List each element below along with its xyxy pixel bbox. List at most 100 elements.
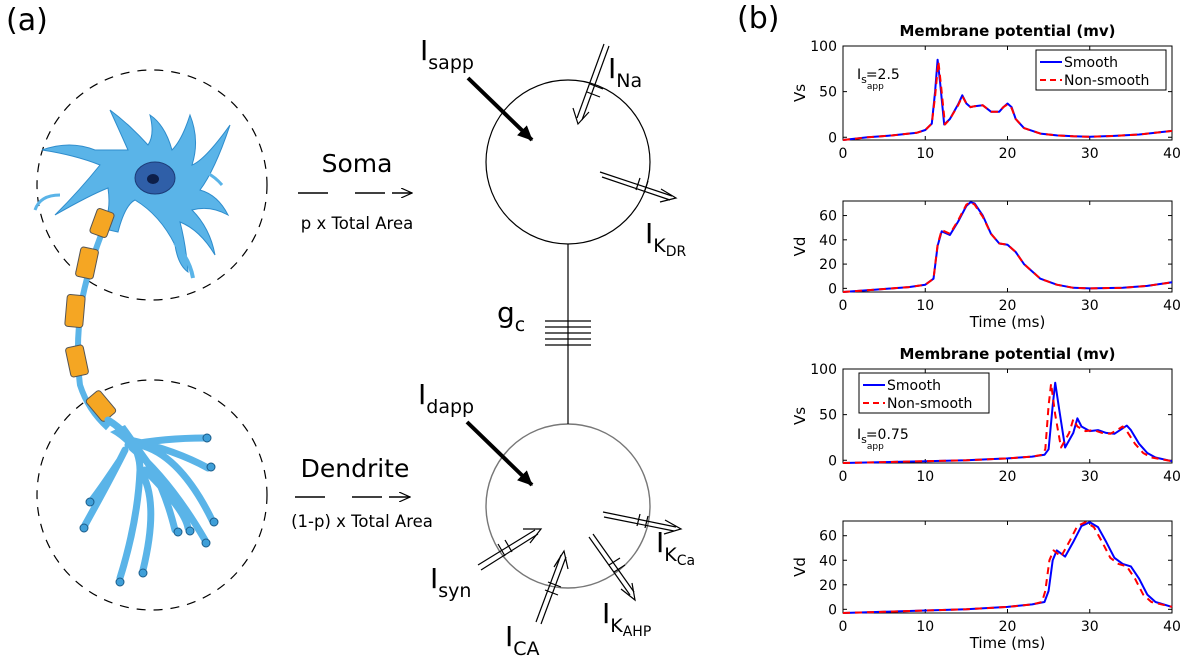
soma-compartment-circle: [485, 79, 651, 245]
legend-label: Smooth: [1064, 55, 1118, 71]
y-tick-label: 50: [819, 85, 837, 101]
syn-channel-arrow: [477, 528, 543, 571]
myelin-segment: [75, 246, 99, 280]
svg-text:INa: INa: [608, 52, 642, 92]
svg-text:IKDR: IKDR: [645, 217, 687, 260]
nonsmooth-series-line: [842, 382, 1173, 464]
x-tick-label: 20: [999, 619, 1017, 635]
svg-text:IKCa: IKCa: [656, 526, 695, 569]
plot-frame: [842, 520, 1173, 614]
dendrite-area-label: (1-p) x Total Area: [291, 512, 433, 531]
dendrite-compartment-circle: [485, 423, 651, 589]
dendrite-app-current-label: Idapp: [418, 378, 474, 418]
na-channel-arrow: [572, 43, 610, 126]
x-tick-label: 40: [1163, 298, 1181, 314]
panel-b-label: (b): [737, 1, 779, 36]
y-tick-label: 40: [819, 233, 837, 249]
svg-text:gc: gc: [497, 296, 525, 336]
x-tick-label: 30: [1081, 619, 1099, 635]
svg-text:IKAHP: IKAHP: [602, 597, 651, 640]
y-tick-label: 0: [828, 130, 837, 146]
legend-box: [1035, 49, 1167, 91]
legend-label: Non-smooth: [1064, 73, 1149, 89]
y-tick-label: 40: [819, 553, 837, 569]
y-axis-label: Vs: [791, 84, 809, 102]
x-tick-label: 10: [916, 619, 934, 635]
na-current-label: INa: [608, 52, 642, 92]
x-axis-label: Time (ms): [969, 313, 1046, 331]
panel-a-label: (a): [6, 3, 48, 38]
kca-channel-arrow: [602, 511, 683, 535]
x-tick-label: 0: [839, 146, 848, 162]
x-tick-label: 10: [916, 469, 934, 485]
current-annotation: Isapp=0.75: [857, 427, 909, 452]
kdr-current-label: IKDR: [645, 217, 687, 260]
x-tick-label: 40: [1163, 469, 1181, 485]
y-axis-label: Vd: [791, 237, 809, 257]
x-tick-label: 0: [839, 619, 848, 635]
kahp-channel-arrow: [588, 533, 636, 602]
neuron-illustration: [33, 109, 231, 587]
y-tick-label: 0: [828, 602, 837, 618]
ca-current-label: ICA: [505, 620, 540, 660]
x-tick-label: 10: [916, 146, 934, 162]
dendrite-boundary-circle: [36, 379, 268, 611]
current-annotation: Isapp=2.5: [857, 67, 900, 92]
myelin-segment: [64, 294, 86, 328]
y-tick-label: 0: [828, 281, 837, 297]
dendrite-app-arrow: [465, 420, 534, 487]
chart-title: Membrane potential (mv): [899, 345, 1115, 363]
y-tick-label: 100: [810, 362, 837, 378]
soma-app-arrow: [466, 76, 534, 142]
svg-text:Isapp: Isapp: [420, 34, 474, 74]
myelin-segment: [89, 208, 115, 238]
x-tick-label: 30: [1081, 469, 1099, 485]
legend-label: Non-smooth: [887, 396, 972, 412]
soma-boundary-circle: [36, 69, 268, 301]
kca-current-label: IKCa: [656, 526, 695, 569]
legend-label: Smooth: [887, 378, 941, 394]
dendrite-label: Dendrite: [301, 454, 410, 483]
soma-area-label: p x Total Area: [301, 214, 413, 233]
x-tick-label: 40: [1163, 619, 1181, 635]
myelin-segment: [85, 390, 117, 422]
y-tick-label: 20: [819, 257, 837, 273]
legend-box: [858, 372, 990, 414]
y-axis-label: Vs: [791, 407, 809, 425]
syn-current-label: Isyn: [430, 562, 471, 602]
x-tick-label: 10: [916, 298, 934, 314]
soma-label: Soma: [322, 149, 393, 178]
plot-frame: [842, 200, 1173, 293]
x-tick-label: 20: [999, 469, 1017, 485]
chart-title: Membrane potential (mv): [899, 22, 1115, 40]
x-tick-label: 30: [1081, 298, 1099, 314]
svg-text:Isyn: Isyn: [430, 562, 471, 602]
nonsmooth-series-line: [842, 521, 1173, 614]
y-tick-label: 20: [819, 578, 837, 594]
x-axis-label: Time (ms): [969, 634, 1046, 652]
svg-text:Idapp: Idapp: [418, 378, 474, 418]
x-tick-label: 40: [1163, 146, 1181, 162]
x-tick-label: 0: [839, 298, 848, 314]
soma-app-current-label: Isapp: [420, 34, 474, 74]
x-tick-label: 20: [999, 298, 1017, 314]
ca-channel-arrow: [535, 549, 569, 625]
kdr-channel-arrow: [599, 171, 678, 203]
coupling-conductance-symbol: [545, 320, 591, 346]
svg-text:ICA: ICA: [505, 620, 540, 660]
kahp-current-label: IKAHP: [602, 597, 651, 640]
x-tick-label: 30: [1081, 146, 1099, 162]
gc-label: gc: [497, 296, 525, 336]
y-tick-label: 50: [819, 408, 837, 424]
nonsmooth-series-line: [842, 60, 1173, 141]
y-tick-label: 60: [819, 209, 837, 225]
y-axis-label: Vd: [791, 557, 809, 577]
myelin-segment: [65, 344, 89, 378]
x-tick-label: 20: [999, 146, 1017, 162]
